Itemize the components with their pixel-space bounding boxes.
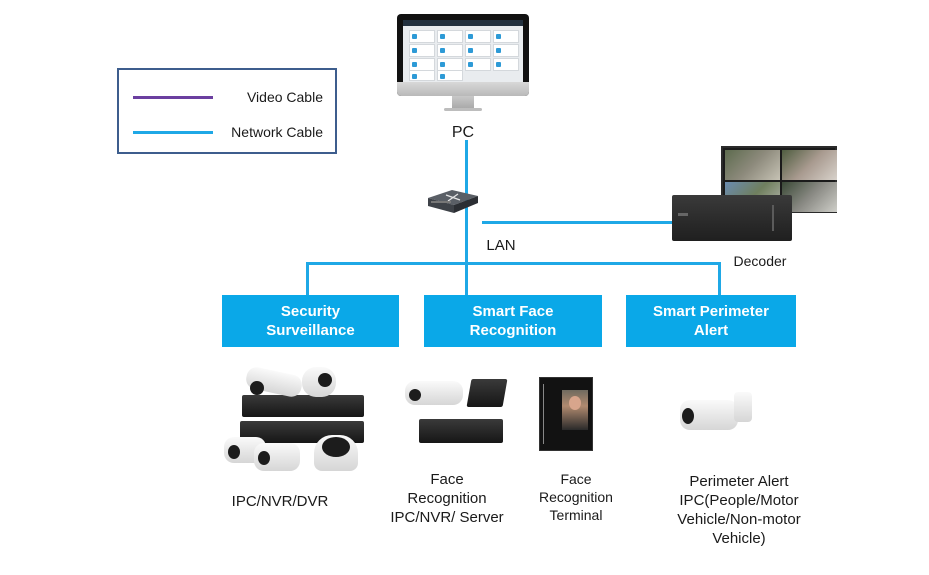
network-cable-pc-to-lan (465, 140, 468, 295)
device-label-line: Face (430, 471, 464, 488)
camera-nvr-bundle-icon (222, 365, 372, 475)
monitor-chin (397, 82, 529, 96)
face-terminal-icon (539, 377, 593, 451)
decoder-icon (672, 195, 792, 241)
monitor-stand (452, 96, 474, 110)
category-subtitle: Recognition (469, 322, 557, 339)
device-label-line: Face (560, 471, 592, 487)
legend: Video Cable Network Cable (117, 68, 337, 154)
device-label-line: Terminal (549, 507, 603, 523)
decoder-label: Decoder (733, 253, 787, 269)
monitor-screen-header (403, 20, 523, 26)
monitor-foot (444, 108, 482, 111)
category-subtitle: Surveillance (266, 322, 355, 339)
face-recognition-bundle-icon (405, 375, 508, 450)
network-cable-swatch (133, 131, 213, 134)
video-cable-swatch (133, 96, 213, 99)
device-label-line: IPC(People/Motor (679, 492, 799, 509)
device-label: Face Recognition Terminal (530, 470, 622, 524)
lan-label: LAN (486, 237, 516, 254)
category-title: Smart Perimeter (653, 303, 769, 320)
legend-item-video-cable: Video Cable (119, 87, 335, 107)
device-label: IPC/NVR/DVR (231, 493, 329, 510)
network-cable-to-security (306, 262, 309, 296)
monitor-screen (403, 20, 523, 82)
network-cable-branch (306, 262, 721, 265)
device-label-line: Vehicle/Non-motor (677, 511, 801, 528)
legend-item-network-cable: Network Cable (119, 122, 335, 142)
category-title: Smart Face (472, 303, 554, 320)
device-label: Face Recognition IPC/NVR/ Server (378, 470, 516, 527)
pc-label: PC (451, 124, 475, 141)
device-label-line: Recognition (539, 489, 613, 505)
network-cable-to-perimeter (718, 262, 721, 296)
device-label-line: Vehicle) (712, 530, 766, 547)
device-label-line: Recognition (407, 490, 487, 507)
category-subtitle: Alert (693, 322, 729, 339)
device-label-line: Perimeter Alert (689, 473, 789, 490)
network-switch-icon (428, 190, 478, 213)
legend-label: Video Cable (246, 89, 323, 105)
bullet-camera-icon (678, 390, 758, 440)
device-label-line: IPC/NVR/ Server (390, 509, 504, 526)
device-label: Perimeter Alert IPC(People/Motor Vehicle… (660, 472, 818, 548)
legend-label: Network Cable (231, 124, 323, 140)
category-title: Security (280, 303, 341, 320)
network-cable-lan-to-decoder (482, 221, 672, 224)
